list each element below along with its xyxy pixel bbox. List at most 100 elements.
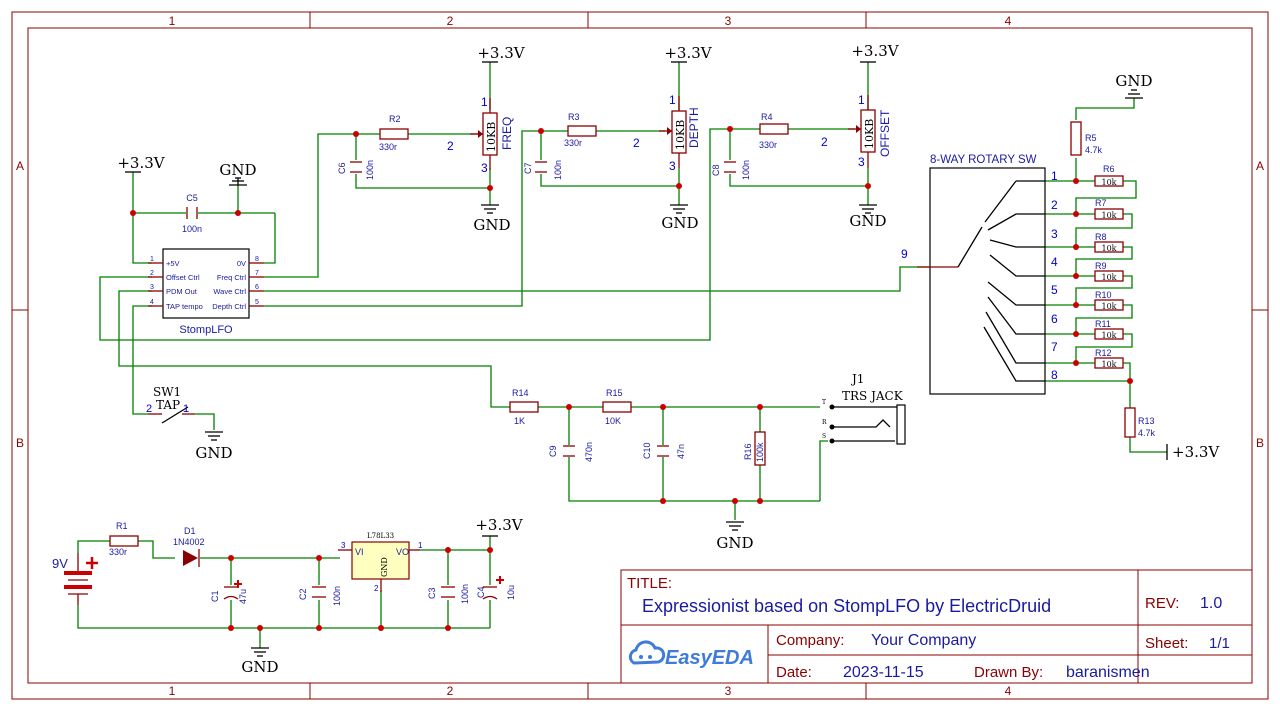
resistor-r7 (1094, 208, 1124, 220)
svg-text:GND: GND (661, 214, 698, 232)
vcc-symbol-ic: +3.3V (117, 154, 166, 173)
r9-value: 10k (1101, 273, 1116, 282)
jack-j1 (829, 404, 906, 445)
ic-pin-num-6: 6 (255, 284, 259, 291)
rotary-name: 8-WAY ROTARY SW (930, 154, 1037, 166)
c10-value: 47n (676, 444, 686, 459)
frame-row-b-left: B (16, 436, 24, 450)
title-block (620, 569, 1253, 684)
r6-value: 10k (1101, 178, 1116, 187)
gnd-symbol-ic: GND (219, 161, 257, 186)
drawn-value: baranismen (1066, 664, 1150, 681)
rotary-pin-4: 4 (1051, 255, 1058, 269)
ic-pin-label-wave: Wave Ctrl (213, 287, 246, 296)
r5-name: R5 (1085, 133, 1097, 143)
svg-text:GND: GND (219, 161, 256, 179)
c1-name: C1 (210, 590, 220, 602)
frame-col-3-top: 3 (725, 14, 732, 28)
svg-text:GND: GND (1115, 72, 1152, 90)
title-text: Expressionist based on StompLFO by Elect… (642, 596, 1051, 616)
r4-name: R4 (761, 112, 773, 122)
drawn-label: Drawn By: (974, 664, 1043, 681)
ic-pin-label-offset: Offset Ctrl (166, 273, 200, 282)
c4-value: 10u (506, 585, 516, 600)
regulator-vi: VI (355, 547, 364, 557)
resistor-r10 (1094, 299, 1124, 311)
r13-value: 4.7k (1138, 428, 1156, 438)
ic-pin-num-4: 4 (150, 299, 154, 306)
regulator-vo: VO (396, 547, 409, 557)
resistor-r13 (1124, 407, 1136, 438)
gnd-symbol-psu: GND (241, 647, 279, 676)
c9-name: C9 (548, 445, 558, 457)
resistor-r3 (567, 125, 597, 137)
ic-pin-num-3: 3 (150, 284, 154, 291)
capacitor-c9 (563, 445, 575, 457)
rev-label: REV: (1145, 595, 1179, 612)
r4-value: 330r (759, 140, 777, 150)
r13-name: R13 (1138, 416, 1155, 426)
pot-depth-pin1: 1 (669, 93, 676, 107)
ic-pin-label-pdm: PDM Out (166, 287, 198, 296)
r1-name: R1 (116, 521, 128, 531)
rotary-pin-5: 5 (1051, 283, 1058, 297)
gnd-symbol-switch: GND (195, 431, 233, 462)
resistor-r14 (509, 401, 539, 413)
pot-offset-name: OFFSET (878, 109, 892, 157)
company-value: Your Company (871, 632, 976, 649)
sw1-pin2: 2 (146, 403, 152, 415)
pot-freq-pin2: 2 (447, 139, 454, 153)
diode-d1 (183, 549, 200, 567)
pot-offset (848, 95, 876, 168)
regulator-pin-out: 1 (418, 541, 423, 550)
ic-pin-label-tap: TAP tempo (166, 302, 203, 311)
pot-freq-pin1: 1 (481, 95, 488, 109)
pot-freq-name: FREQ (500, 117, 514, 150)
c2-name: C2 (298, 588, 308, 600)
pot-depth-pin3: 3 (669, 159, 676, 173)
c6-name: C6 (337, 162, 347, 174)
ic-pin-num-8: 8 (255, 256, 259, 263)
rotary-pin-1: 1 (1051, 169, 1058, 183)
company-label: Company: (776, 632, 844, 649)
r12-value: 10k (1101, 360, 1116, 369)
frame-row-a-left: A (16, 159, 24, 173)
easyeda-logo (628, 640, 666, 665)
capacitor-c1 (223, 580, 242, 600)
sw1-name: SW1 (153, 385, 181, 399)
ic-pin-label-5v: +5V (166, 259, 180, 268)
svg-text:+3.3V: +3.3V (477, 44, 525, 62)
resistor-r9 (1094, 270, 1124, 282)
d1-name: D1 (184, 526, 196, 536)
sw1-label: TAP (156, 398, 180, 412)
c7-name: C7 (523, 162, 533, 174)
ic-pin-num-1: 1 (150, 256, 154, 263)
resistor-r5 (1070, 121, 1082, 156)
svg-text:GND: GND (849, 212, 886, 230)
sw1-pin1: 1 (183, 403, 189, 415)
resistor-r12 (1094, 357, 1124, 369)
c10-name: C10 (642, 442, 652, 459)
r11-name: R11 (1095, 319, 1111, 329)
c9-value: 470n (584, 442, 594, 462)
r8-name: R8 (1095, 232, 1107, 242)
battery-label: 9V (52, 556, 68, 571)
rotary-pin-6: 6 (1051, 312, 1058, 326)
r14-value: 1K (514, 416, 525, 426)
r12-name: R12 (1095, 348, 1112, 358)
c3-value: 100n (460, 584, 470, 604)
c6-value: 100n (365, 160, 375, 180)
pot-depth (659, 96, 687, 168)
j1-label: TRS JACK (842, 389, 904, 403)
r5-value: 4.7k (1085, 145, 1103, 155)
pot-offset-pin1: 1 (858, 93, 865, 107)
ic-pin-label-0v: 0V (237, 259, 246, 268)
r15-value: 10K (605, 416, 621, 426)
svg-text:+3.3V: +3.3V (475, 516, 523, 534)
capacitor-c10 (657, 445, 669, 457)
regulator-l78l33 (338, 541, 420, 592)
regulator-pin-gnd: 2 (374, 584, 379, 593)
pot-freq (470, 98, 498, 170)
regulator-gnd: GND (380, 557, 389, 577)
c5-name: C5 (186, 193, 198, 203)
